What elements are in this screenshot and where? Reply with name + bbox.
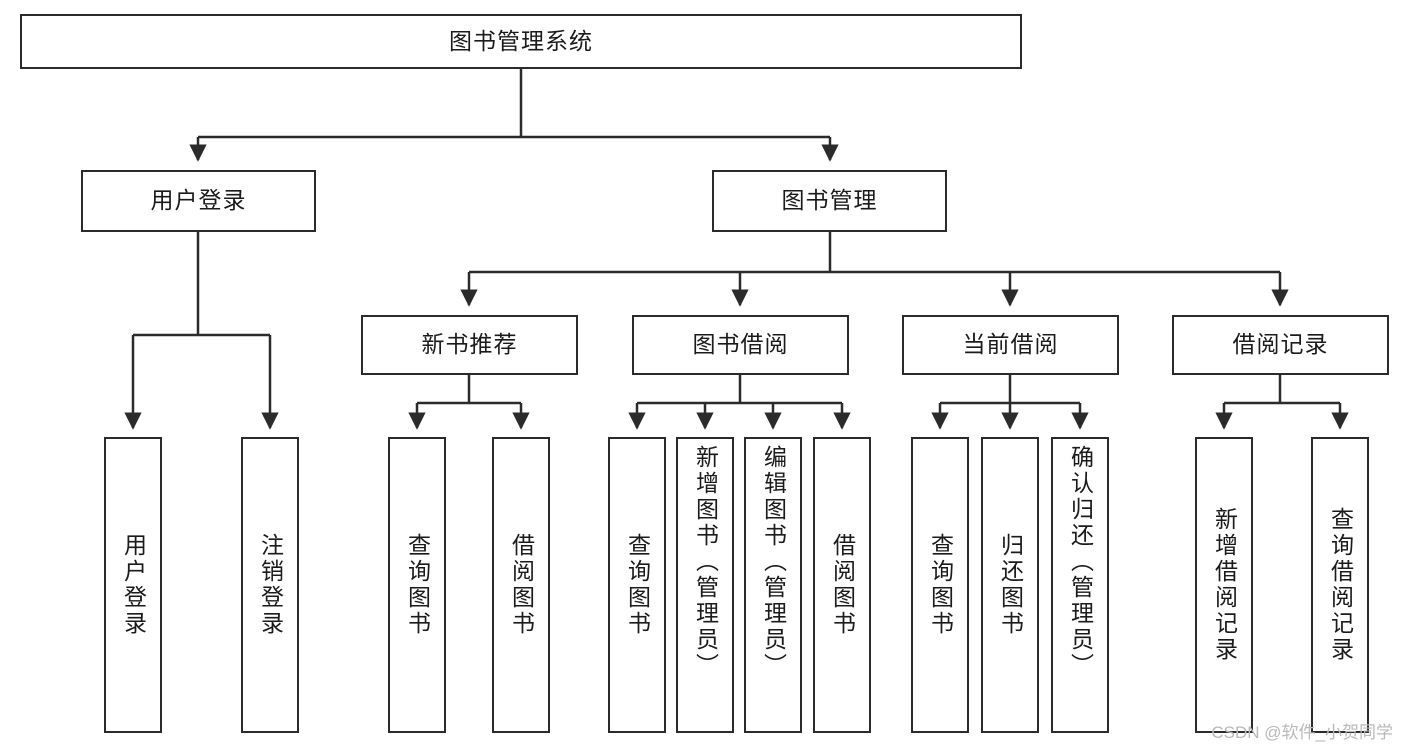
node-root-system[interactable]: 图书管理系统 <box>20 14 1022 69</box>
leaf-query-book-recommend-label: 查询图书 <box>404 533 431 637</box>
leaf-query-borrow-record-label: 查询借阅记录 <box>1327 507 1354 663</box>
node-borrow-record-label: 借阅记录 <box>1232 331 1329 358</box>
leaf-logout-login-label: 注销登录 <box>257 533 284 637</box>
node-book-borrow-label: 图书借阅 <box>692 331 789 358</box>
leaf-edit-book[interactable]: 编辑图书（管理员） <box>744 437 802 733</box>
leaf-query-book-recommend[interactable]: 查询图书 <box>388 437 446 733</box>
node-current-borrow-label: 当前借阅 <box>962 331 1059 358</box>
node-borrow-record[interactable]: 借阅记录 <box>1172 315 1389 375</box>
csdn-watermark: CSDN @软件_小贺同学 <box>1211 723 1393 742</box>
leaf-logout-login[interactable]: 注销登录 <box>241 437 299 733</box>
leaf-add-book[interactable]: 新增图书（管理员） <box>676 437 734 733</box>
node-user-login[interactable]: 用户登录 <box>81 170 316 232</box>
leaf-add-borrow-record-label: 新增借阅记录 <box>1211 507 1238 663</box>
node-book-borrow[interactable]: 图书借阅 <box>632 315 849 375</box>
node-book-manage-label: 图书管理 <box>781 187 878 214</box>
leaf-borrow-book-recommend-label: 借阅图书 <box>508 533 535 637</box>
leaf-borrow-book[interactable]: 借阅图书 <box>813 437 871 733</box>
leaf-query-book-borrow[interactable]: 查询图书 <box>608 437 666 733</box>
node-new-book-recommend[interactable]: 新书推荐 <box>361 315 578 375</box>
node-new-book-recommend-label: 新书推荐 <box>421 331 518 358</box>
leaf-return-book-label: 归还图书 <box>997 533 1024 637</box>
leaf-query-borrow-record[interactable]: 查询借阅记录 <box>1311 437 1369 733</box>
leaf-query-book-current-label: 查询图书 <box>927 533 954 637</box>
leaf-query-book-current[interactable]: 查询图书 <box>911 437 969 733</box>
leaf-confirm-return[interactable]: 确认归还（管理员） <box>1051 437 1109 733</box>
node-current-borrow[interactable]: 当前借阅 <box>902 315 1119 375</box>
node-root-label: 图书管理系统 <box>449 27 593 54</box>
leaf-borrow-book-label: 借阅图书 <box>829 533 856 637</box>
node-user-login-label: 用户登录 <box>150 187 247 214</box>
node-book-manage[interactable]: 图书管理 <box>712 170 947 232</box>
leaf-query-book-borrow-label: 查询图书 <box>624 533 651 637</box>
leaf-add-borrow-record[interactable]: 新增借阅记录 <box>1195 437 1253 733</box>
leaf-add-book-label: 新增图书（管理员） <box>692 445 719 679</box>
leaf-return-book[interactable]: 归还图书 <box>981 437 1039 733</box>
leaf-edit-book-label: 编辑图书（管理员） <box>760 445 787 679</box>
leaf-borrow-book-recommend[interactable]: 借阅图书 <box>492 437 550 733</box>
leaf-user-login[interactable]: 用户登录 <box>104 437 162 733</box>
leaf-confirm-return-label: 确认归还（管理员） <box>1067 445 1094 679</box>
leaf-user-login-label: 用户登录 <box>120 533 147 637</box>
